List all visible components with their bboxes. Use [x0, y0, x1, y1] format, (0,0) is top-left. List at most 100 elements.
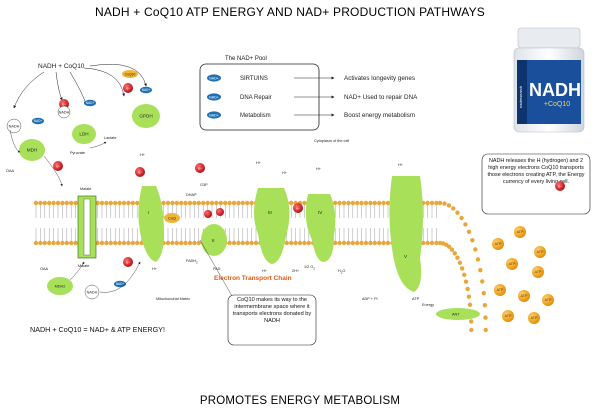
etc-label: Electron Transport Chain	[214, 275, 292, 282]
lipid-head	[187, 240, 193, 246]
nad-plus-chip-label: NAD+	[209, 77, 219, 81]
nadh-chip	[6, 118, 22, 134]
cycle-arrow	[69, 71, 87, 105]
lipid-head	[47, 200, 52, 206]
lipid-head	[187, 200, 193, 206]
lipid-head	[174, 240, 179, 246]
complex-iv-label: IV	[318, 210, 323, 215]
cycle-arrow	[43, 155, 63, 187]
lipid-head	[359, 200, 364, 206]
lipid-head	[302, 240, 307, 246]
lipid-head	[337, 240, 342, 246]
lipid-head	[429, 240, 435, 246]
nad-plus-chip	[207, 111, 221, 119]
pool-row-sirtuins: NAD+ SIRTUINS Activates longevity genes	[207, 74, 415, 82]
lipid-head	[434, 200, 439, 206]
atp-ball	[534, 246, 546, 258]
lipid-head	[51, 240, 56, 246]
lipid-head	[429, 200, 435, 206]
complex-iii	[254, 188, 290, 264]
malate-bottom-label: Malate	[78, 264, 89, 268]
cycle-arrow	[9, 129, 21, 153]
mdh-enzyme	[19, 139, 45, 161]
product-bottle: nadresearch NADH +CoQ10	[513, 27, 585, 133]
oaa-bottom-label: OAA	[40, 267, 48, 271]
nad-plus-chip-label: NAD+	[142, 88, 151, 92]
lipid-head	[104, 200, 109, 206]
lipid-head	[55, 200, 61, 206]
atp-ball-label: ATP	[531, 316, 538, 320]
lipid-head	[214, 200, 219, 206]
lipid-head	[459, 215, 464, 221]
electron-icon	[555, 181, 565, 191]
fadh2-label: FADH2	[186, 259, 198, 265]
lipid-head	[455, 255, 460, 260]
lipid-head	[126, 200, 131, 206]
footer-title: PROMOTES ENERGY METABOLISM	[200, 395, 400, 407]
lipid-head	[449, 247, 455, 252]
lipid-head	[482, 303, 488, 308]
lipid-head	[466, 229, 472, 235]
lipid-head	[452, 251, 457, 256]
pyruvate-label: Pyruvate	[70, 151, 85, 155]
electron-label: e-	[56, 164, 60, 169]
nad-plus-chip-label: NAD+	[209, 114, 219, 118]
two-h-plus-label: 2H+	[292, 269, 300, 273]
cycle-arrow	[55, 71, 63, 101]
lipid-head	[470, 237, 475, 243]
coq10-callout: CoQ10 makes its way to the intermembrane…	[199, 239, 317, 346]
h-plus-label: H+	[262, 269, 268, 273]
lipid-head	[33, 240, 39, 246]
atp-ball-label: ATP	[497, 288, 504, 292]
nadh-callout: NADH releases the H (hydrogen) and 2 hig…	[481, 153, 591, 215]
lipid-head	[355, 200, 360, 206]
coq10-chip-label: CoQ10	[125, 72, 136, 76]
matrix-cycle: MDH2 OAA NADH NAD+ Mitochondrial Matrix	[40, 261, 190, 301]
callout-box	[227, 294, 317, 346]
adp-label: ADP + Pi	[362, 297, 378, 301]
pool-row-target: Activates longevity genes	[344, 75, 415, 82]
matrix-arrow	[69, 261, 85, 281]
lipid-head	[372, 240, 377, 246]
lipid-head	[368, 240, 373, 246]
atp-ball-label: ATP	[505, 314, 512, 318]
lipid-head	[192, 240, 197, 246]
lipid-head	[475, 257, 481, 262]
lipid-head	[135, 200, 140, 206]
coq10-chip	[122, 70, 138, 78]
lipid-head	[165, 200, 171, 206]
nad-pool: The NAD+ Pool NAD+ SIRTUINS Activates lo…	[199, 56, 418, 131]
lipid-head	[333, 200, 338, 206]
lipid-head	[463, 222, 468, 227]
lipid-head	[227, 240, 232, 246]
lipid-head	[457, 260, 463, 265]
nad-plus-chip	[140, 86, 152, 94]
lipid-head	[346, 240, 351, 246]
lipid-head	[218, 200, 223, 206]
lipid-head	[55, 240, 61, 246]
lipid-head	[73, 200, 78, 206]
malate-transporter-core	[83, 198, 91, 256]
atp-ball	[532, 266, 544, 278]
callout-box	[481, 153, 591, 215]
lipid-head	[161, 200, 166, 206]
lipid-head	[108, 240, 114, 246]
bottle-label-accent	[517, 60, 527, 124]
lipid-head	[135, 240, 140, 246]
nad-plus-chip	[207, 74, 221, 82]
dhap-label: DHAP	[186, 193, 197, 197]
lipid-head	[377, 200, 382, 206]
lipid-head	[297, 240, 303, 246]
lipid-head	[240, 240, 245, 246]
h-plus-label: H+	[316, 167, 322, 171]
lipid-head	[434, 240, 439, 246]
transport-chain: Malate Malate I II III IV V ANT CoQ e- e…	[77, 153, 480, 320]
nadh-chip-label: NADH	[9, 125, 20, 129]
nadh-chip	[57, 105, 71, 119]
lipid-head	[381, 240, 386, 246]
atp-ball	[494, 284, 506, 296]
complex-iii-label: III	[268, 210, 272, 215]
lipid-head	[465, 286, 470, 292]
lipid-head	[209, 200, 215, 206]
